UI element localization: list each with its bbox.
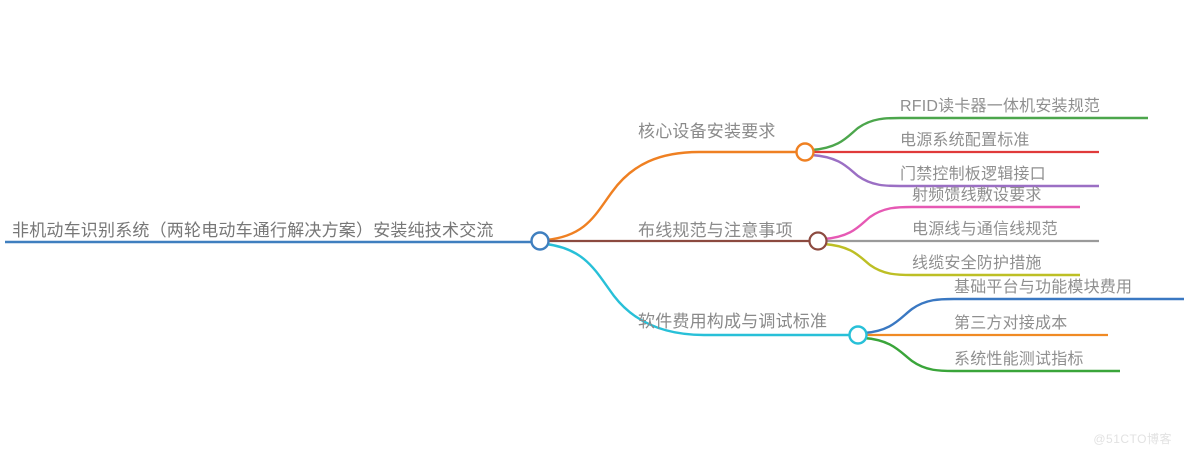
connector-branch-2-leaf-1 [823,205,1080,241]
leaf-label-system-performance-test-metrics[interactable]: 系统性能测试指标 [954,351,1084,368]
connector-root-to-branch-3 [545,242,852,337]
branch-node-circle-3[interactable] [848,325,868,345]
branch-label-wiring-spec[interactable]: 布线规范与注意事项 [638,221,793,240]
leaf-label-power-and-comm-cable-spec[interactable]: 电源线与通信线规范 [912,221,1058,238]
leaf-label-rfid-reader-install-spec[interactable]: RFID读卡器一体机安装规范 [900,98,1101,115]
watermark: @51CTO博客 [1093,432,1172,446]
leaf-label-platform-and-module-cost[interactable]: 基础平台与功能模块费用 [954,279,1133,296]
branch-node-circle-1[interactable] [795,142,815,162]
branch-node-circle-2[interactable] [808,231,828,251]
leaf-label-third-party-integration-cost[interactable]: 第三方对接成本 [954,315,1068,332]
connector-branch-3-leaf-3 [863,336,1120,373]
branch-label-software-cost[interactable]: 软件费用构成与调试标准 [638,312,828,331]
root-node-label[interactable]: 非机动车识别系统（两轮电动车通行解决方案）安装纯技术交流 [12,221,494,240]
connector-branch-1-leaf-1 [811,116,1148,152]
connector-branch-1-leaf-3 [811,153,1099,188]
leaf-label-access-control-board-logic-interface[interactable]: 门禁控制板逻辑接口 [900,166,1046,183]
connector-branch-2-leaf-3 [823,242,1080,277]
connector-root-to-branch-1 [545,150,800,242]
leaf-label-rf-feeder-laying-requirement[interactable]: 射频馈线敷设要求 [912,187,1042,204]
leaf-label-cable-safety-protection[interactable]: 线缆安全防护措施 [912,255,1042,272]
leaf-label-power-system-config-standard[interactable]: 电源系统配置标准 [900,132,1030,149]
root-node-circle[interactable] [530,231,550,251]
connector-branch-3-leaf-1 [863,297,1184,335]
branch-label-core-equipment[interactable]: 核心设备安装要求 [638,122,776,141]
